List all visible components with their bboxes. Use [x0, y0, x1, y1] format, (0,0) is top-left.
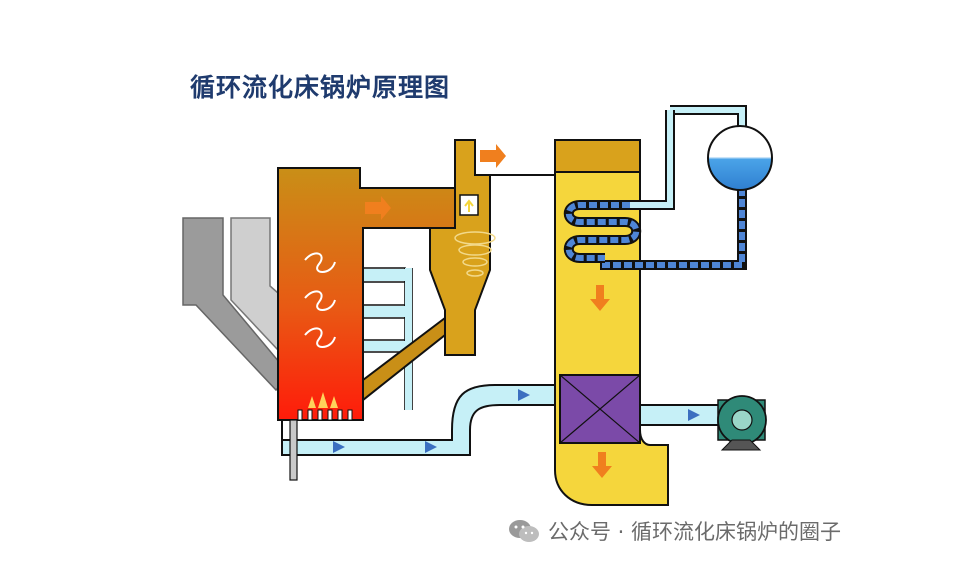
arrow-right-icon	[480, 144, 506, 168]
flue-gas-arrows	[365, 144, 612, 478]
arrow-left-icon	[688, 409, 700, 421]
fan-icon	[717, 395, 767, 451]
arrow-left-icon	[518, 389, 530, 401]
arrow-right-icon	[365, 196, 391, 220]
particle-swirls	[304, 252, 336, 348]
water-circuit	[563, 105, 773, 270]
watermark-text: 公众号 · 循环流化床锅炉的圈子	[548, 520, 842, 544]
arrow-down-icon	[590, 285, 610, 311]
cyclone-separator	[429, 139, 641, 356]
arrow-left-icon	[333, 441, 345, 453]
wechat-icon	[509, 520, 539, 542]
watermark: 公众号 · 循环流化床锅炉的圈子	[508, 516, 841, 546]
secondary-air-pipes	[363, 267, 413, 410]
return-leg	[362, 315, 446, 403]
furnace	[277, 167, 456, 481]
back-pass	[554, 140, 669, 506]
arrow-left-icon	[425, 441, 437, 453]
arrow-down-icon	[592, 452, 612, 478]
steam-drum	[707, 125, 773, 191]
air-flow-arrows	[333, 389, 700, 453]
fuel-hopper	[182, 217, 292, 392]
air-distributor	[297, 409, 353, 421]
vortex-swirl	[454, 231, 496, 277]
flame-icon	[308, 392, 338, 408]
diagram-title: 循环流化床锅炉原理图	[190, 73, 451, 102]
